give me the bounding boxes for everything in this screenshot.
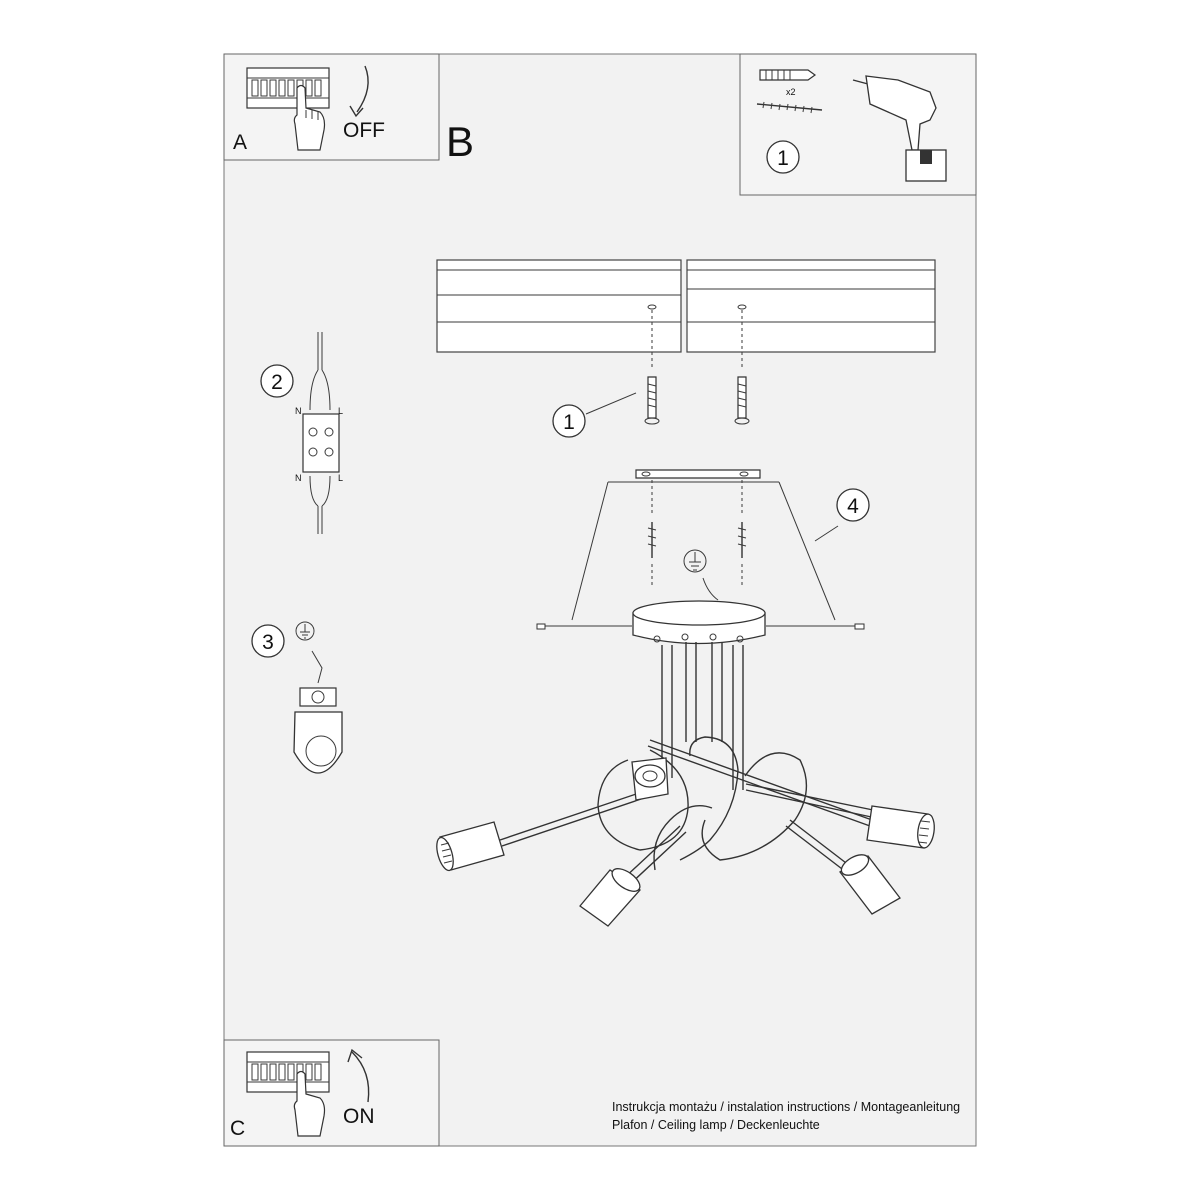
breaker-box-icon (246, 67, 330, 109)
step-2-marker (260, 364, 294, 398)
step-2-wiring: 2 N L N L (260, 332, 343, 534)
panel-a-letter: A (233, 131, 247, 154)
terminal-block (302, 413, 340, 473)
step-4-marker (836, 488, 870, 522)
step-3-ground: 3 (251, 621, 343, 774)
wire-l-top: L (338, 406, 343, 416)
ground-symbol-main-icon (683, 549, 719, 601)
step-3-label: 3 (262, 631, 274, 654)
screw-icon (756, 101, 823, 114)
section-b-letter: B (446, 118, 474, 165)
wall-plug-left (644, 376, 660, 425)
wire-l-bottom: L (338, 473, 343, 483)
step-1-label-main: 1 (563, 411, 575, 434)
ground-symbol-icon (295, 621, 315, 641)
lamp-socket-center (631, 757, 669, 801)
hardware-quantity: x2 (786, 87, 796, 97)
step-1-marker-main (552, 404, 586, 438)
hand-pointer-icon-c (293, 1070, 326, 1137)
arrow-down-icon (349, 65, 369, 118)
mounting-screws (647, 522, 747, 588)
lamp-arms (499, 739, 879, 887)
mounting-bracket (635, 469, 761, 516)
wall-plug-icon (759, 69, 817, 81)
wire-n-bottom: N (295, 473, 302, 483)
footer-instructions-title: Instrukcja montażu / instalation instruc… (612, 1100, 961, 1114)
ceiling-panels (436, 259, 936, 353)
step-4-label: 4 (847, 495, 859, 518)
step-3-marker (251, 624, 285, 658)
sheet-border (223, 53, 977, 1147)
assembly-guide-lines (536, 481, 865, 630)
lamp-canopy (632, 600, 766, 645)
panel-a-action: OFF (343, 119, 385, 142)
panel-c-action: ON (343, 1105, 375, 1128)
lamp-socket-right (866, 805, 935, 849)
arrow-up-icon (347, 1048, 370, 1103)
lamp-socket-front-right (839, 854, 901, 915)
step-1-marker-panel (766, 140, 800, 174)
lamp-body (597, 642, 808, 871)
breaker-box-icon-c (246, 1051, 330, 1093)
step-2-label: 2 (271, 371, 283, 394)
hand-pointer-icon (293, 84, 326, 151)
wall-plug-right (734, 376, 750, 425)
panel-c-letter: C (230, 1117, 245, 1140)
panel-tools: x2 1 (739, 53, 977, 196)
panel-a-power-off: OFF A (223, 53, 440, 161)
step-1-label-panel: 1 (777, 147, 789, 170)
footer-product-type: Plafon / Ceiling lamp / Deckenleuchte (612, 1118, 820, 1132)
lamp-socket-front-left (579, 868, 641, 927)
lamp-socket-left (436, 821, 505, 872)
power-drill-icon (852, 75, 947, 182)
wire-n-top: N (295, 406, 302, 416)
panel-c-power-on: ON C (223, 1039, 440, 1147)
drill-holes (647, 304, 747, 368)
